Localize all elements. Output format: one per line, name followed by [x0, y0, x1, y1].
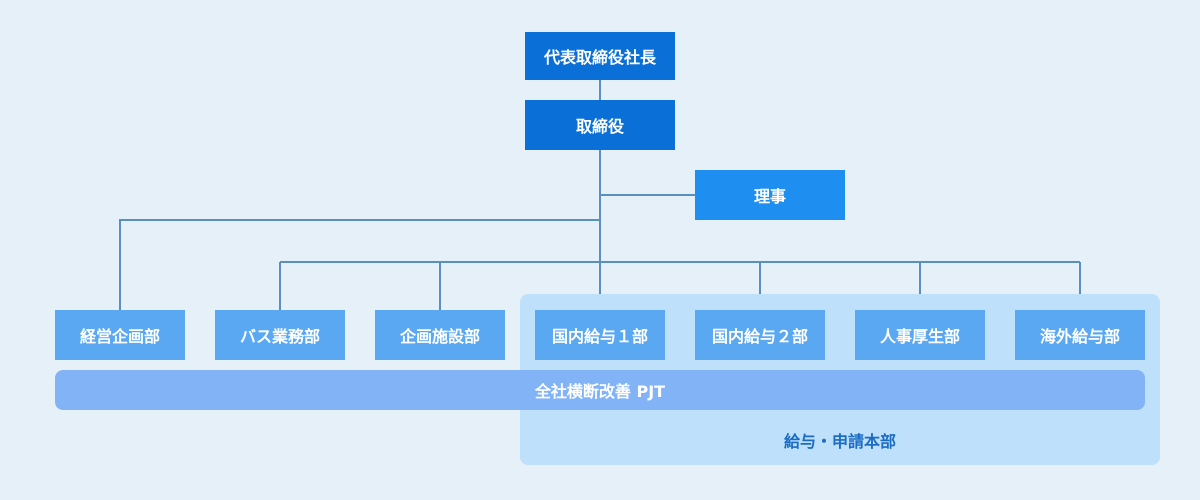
- dept-box-planning-facilities: 企画施設部: [375, 310, 505, 360]
- dept-box-domestic-payroll-2: 国内給与２部: [695, 310, 825, 360]
- dept-box-bus-operations: バス業務部: [215, 310, 345, 360]
- directors-box: 取締役: [525, 100, 675, 150]
- dept-box-domestic-payroll-1: 国内給与１部: [535, 310, 665, 360]
- board-member-box: 理事: [695, 170, 845, 220]
- connector-planning: [119, 219, 600, 310]
- dept-box-corporate-planning: 経営企画部: [55, 310, 185, 360]
- dept-box-overseas-payroll: 海外給与部: [1015, 310, 1145, 360]
- company-wide-project-bar: 全社横断改善 PJT: [55, 370, 1145, 410]
- ceo-box: 代表取締役社長: [525, 32, 675, 80]
- payroll-division-label: 給与・申請本部: [783, 432, 896, 451]
- dept-box-hr-welfare: 人事厚生部: [855, 310, 985, 360]
